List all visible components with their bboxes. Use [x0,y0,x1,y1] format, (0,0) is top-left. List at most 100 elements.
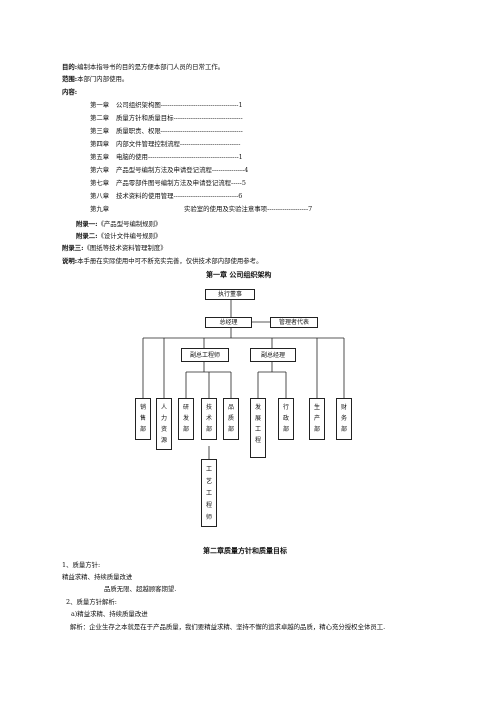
org-department-char: 部 [340,426,347,433]
org-department-box: 品质部 [223,398,239,440]
toc-title: 技术资料的使用管理 [116,192,174,200]
chapter2-line: 2、质量方针解析: [66,598,117,606]
note-line: 说明:本手册在实际使用中可不断充实完善，仅供技术部内部使用参考。 [62,257,262,265]
org-department-char: 人 [160,404,167,411]
toc-chapter: 第六章 [90,166,110,174]
chapter1-title: 第一章 公司组织架构 [206,270,272,279]
org-department-char: 务 [340,415,347,422]
chapter2-line: a)精益求精、持续质量改进 [71,610,148,618]
toc-leader: ----- [231,179,242,187]
toc-page: 7 [308,205,313,213]
org-process-engineer-char: 艺 [205,478,212,485]
toc-chapter: 第四章 [90,140,110,148]
appendix-label: 附录二: [76,232,98,240]
toc-page: 1 [238,101,243,109]
org-department-char: 源 [160,437,167,444]
org-department-char: 生 [313,404,320,411]
toc-chapter: 第一章 [90,101,110,109]
org-department-char: 财 [340,404,347,411]
toc-page: 6 [238,192,243,200]
purpose-line: 目的:编制本指导书的目的是方便本部门人员的日常工作。 [62,63,224,71]
org-department-box: 行政部 [278,398,294,440]
org-deputy-gm-box: 副总经理 [250,348,296,362]
org-department-char: 力 [160,415,167,422]
org-department-box: 生产部 [309,398,325,440]
purpose-text: 编制本指导书的目的是方便本部门人员的日常工作。 [77,63,225,71]
org-department-box: 销售部 [135,398,151,440]
org-department-box: 技术部 [201,398,217,440]
toc-title: 实验室的使用及实验注意事项 [184,205,268,213]
toc-row: 第二章质量方针和质量目标----------------------------… [90,114,243,122]
appendix-text: 《图纸等技术资料管理制度》 [83,244,167,252]
appendix-3: 附录三:《图纸等技术资料管理制度》 [62,244,167,252]
org-department-char: 行 [282,404,289,411]
org-department-char: 资 [160,426,167,433]
org-department-char: 售 [139,415,146,422]
org-deputy-chief-engineer-box: 副总工程师 [181,348,229,362]
toc-leader: ------------------------------ [173,192,239,200]
org-ceo-box: 执行董事 [205,289,255,300]
toc-row: 第一章公司组织架构图------------------------------… [90,101,243,109]
toc-chapter: 第九章 [90,205,110,213]
org-department-char: 技 [205,404,212,411]
scope-label: 范围: [62,75,78,83]
org-process-engineer-char: 师 [205,514,212,521]
chapter2-title: 第二章质量方针和质量目标 [203,546,287,555]
chapter2-line: 品质无限、超越顾客期望. [104,585,177,593]
toc-page: 5 [241,179,246,187]
toc-title: 产品零部件图号编制方法及申请登记流程 [116,179,232,187]
toc-row: 第四章内部文件管理控制流程---------------------------… [90,140,240,148]
toc-row: 第六章产品型号编制方法及申请登记流程---------------4 [90,166,248,174]
appendix-label: 附录一: [76,220,98,228]
org-department-char: 部 [313,426,320,433]
toc-title: 公司组织架构图 [116,101,161,109]
toc-title: 质量方针和质量目标 [116,114,174,122]
org-gm-box: 总经理 [205,317,252,328]
toc-row: 第八章技术资料的使用管理----------------------------… [90,192,242,200]
scope-line: 范围:本部门内部使用。 [62,75,128,83]
toc-chapter: 第二章 [90,114,110,122]
toc-leader: ----------------------------------------… [147,153,239,161]
toc-leader: -------------------------------------- [160,127,243,135]
org-department-box: 发展工程 [250,398,266,458]
org-department-char: 部 [205,426,212,433]
org-department-char: 发 [182,415,189,422]
toc-chapter: 第三章 [90,127,110,135]
org-department-char: 展 [254,415,261,422]
note-label: 说明: [62,257,78,265]
chapter2-line: 1、质量方针: [62,561,101,569]
toc-title: 质量职责、权限 [116,127,161,135]
toc-page: 4 [244,166,249,174]
toc-chapter: 第八章 [90,192,110,200]
purpose-label: 目的: [62,63,78,71]
org-department-char: 术 [205,415,212,422]
toc-row: 第九章实验室的使用及实验注意事项-------------------7 [90,205,312,213]
appendix-text: 《产品型号编制规则》 [97,220,162,228]
org-department-char: 部 [227,426,234,433]
org-department-char: 程 [254,437,261,444]
toc-title: 内部文件管理控制流程 [116,140,180,148]
org-department-box: 财务部 [336,398,352,440]
toc-leader: ------------------------------------ [160,101,239,109]
toc-row: 第五章电脑的使用--------------------------------… [90,153,243,161]
toc-leader: --------------- [211,166,245,174]
org-process-engineer-char: 工 [205,490,212,497]
org-department-char: 销 [139,404,146,411]
org-department-box: 研发部 [178,398,194,440]
org-process-engineer-char: 程 [205,502,212,509]
org-department-char: 研 [182,404,189,411]
scope-text: 本部门内部使用。 [77,75,129,83]
toc-page: 1 [238,153,243,161]
note-text: 本手册在实际使用中可不断充实完善，仅供技术部内部使用参考。 [77,257,263,265]
org-department-char: 部 [139,426,146,433]
chapter2-line: 精益求精、持续质量改进 [62,573,133,581]
appendix-text: 《设计文件编号规则》 [97,232,162,240]
org-mgmt-rep-box: 管理者代表 [270,317,318,328]
org-department-char: 质 [227,415,234,422]
org-process-engineer-char: 工 [205,466,212,473]
org-department-char: 工 [254,426,261,433]
org-department-box: 人力资源 [156,398,172,450]
appendix-2: 附录二:《设计文件编号规则》 [76,232,161,240]
